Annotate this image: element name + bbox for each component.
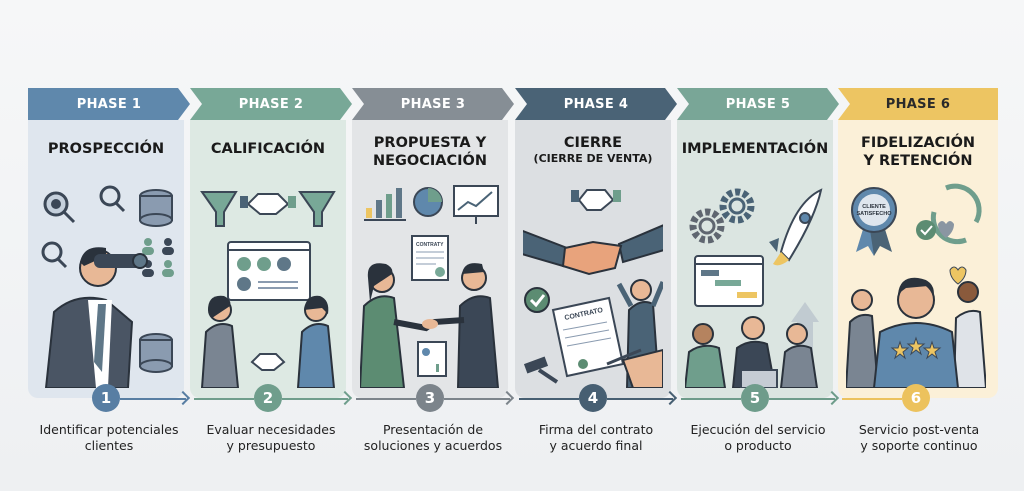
funnel-icon (298, 191, 336, 227)
connector-line (356, 398, 416, 400)
phase-4-header: PHASE 4 (515, 88, 677, 120)
phase-2-step: 2 (190, 384, 353, 414)
phase-label: PHASE 6 (885, 96, 951, 112)
refresh-cycle-icon (930, 183, 982, 245)
heart-icon (949, 266, 967, 285)
report-document (417, 341, 447, 377)
connector-line (519, 398, 579, 400)
svg-text:CONTRATY: CONTRATY (416, 242, 444, 248)
connector-line (194, 398, 254, 400)
step-number-badge: 2 (254, 384, 282, 412)
laptop-icon (740, 369, 778, 388)
phase-title: CALIFICACIÓN (210, 141, 326, 157)
heart-icon (938, 221, 954, 238)
svg-text:SATISFECHO: SATISFECHO (856, 211, 892, 217)
star-rating-icons (890, 336, 942, 360)
contract-document: CONTRATO (551, 296, 625, 378)
connector-line (607, 398, 673, 400)
database-icon (139, 189, 173, 227)
phase-title: CIERRE(CIERRE DE VENTA) (533, 135, 653, 165)
connector-line (120, 398, 186, 400)
handshake-icon (571, 189, 621, 211)
gantt-chart-window (694, 255, 764, 307)
step-number-badge: 3 (416, 384, 444, 412)
contract-signing-illustration: CONTRATO (523, 182, 663, 388)
rocket-gears-implementation-illustration (685, 182, 825, 388)
phase-6-step: 6 (838, 384, 1000, 414)
arrow-right-icon (499, 390, 515, 406)
phase-label: PHASE 3 (400, 96, 466, 112)
phase-6-header: PHASE 6 (838, 88, 998, 120)
phase-1-column: PHASE 1 PROSPECCIÓN (28, 88, 191, 488)
checkmark-badge-icon (524, 287, 550, 313)
phase-2-header: PHASE 2 (190, 88, 352, 120)
phase-label: PHASE 1 (76, 96, 142, 112)
funnel-qualification-illustration (198, 182, 338, 388)
presentation-board-icon (453, 185, 499, 224)
arrow-right-icon (662, 390, 678, 406)
connector-line (842, 398, 902, 400)
arrow-right-icon (824, 390, 840, 406)
phase-1-header: PHASE 1 (28, 88, 190, 120)
phase-2-panel: CALIFICACIÓN (190, 120, 346, 398)
phase-3-header: PHASE 3 (352, 88, 514, 120)
connector-line (282, 398, 348, 400)
contract-document: CONTRATY (411, 235, 449, 281)
svg-text:CLIENTE: CLIENTE (862, 204, 886, 210)
gear-icon (719, 188, 755, 224)
checklist-window (227, 241, 311, 301)
phase-1-step: 1 (28, 384, 191, 414)
phase-5-header: PHASE 5 (677, 88, 839, 120)
handshake-proposal-illustration: CONTRATY (360, 182, 500, 388)
bar-chart-icon (364, 188, 406, 221)
handshake-icon (250, 353, 286, 371)
phase-1-panel: PROSPECCIÓN (28, 120, 184, 398)
phase-title: IMPLEMENTACIÓN (681, 141, 829, 157)
pie-chart-icon (413, 187, 443, 217)
phase-4-step: 4 (515, 384, 678, 414)
phase-3-step: 3 (352, 384, 515, 414)
phase-5-panel: IMPLEMENTACIÓN (677, 120, 833, 398)
phase-label: PHASE 5 (725, 96, 791, 112)
phase-5-column: PHASE 5 IMPLEMENTACIÓN 5 Ejecuc (677, 88, 840, 488)
phase-label: PHASE 2 (238, 96, 304, 112)
funnel-icon (200, 191, 238, 227)
arrow-right-icon (337, 390, 353, 406)
gavel-icon (523, 356, 559, 384)
handshake-icon (240, 193, 296, 215)
step-number-badge: 4 (579, 384, 607, 412)
phase-5-step: 5 (677, 384, 840, 414)
check-bubble-icon (916, 220, 936, 240)
arrow-right-icon (175, 390, 191, 406)
step-number-badge: 1 (92, 384, 120, 412)
database-icon (139, 333, 173, 373)
phase-2-column: PHASE 2 CALIFICACIÓN 2 (190, 88, 353, 488)
gear-icon (689, 208, 725, 244)
step-number-badge: 5 (741, 384, 769, 412)
phase-title: PROSPECCIÓN (47, 141, 165, 157)
step-number-badge: 6 (902, 384, 930, 412)
connector-line (444, 398, 510, 400)
connector-line (769, 398, 835, 400)
connector-line (681, 398, 741, 400)
phase-label: PHASE 4 (563, 96, 629, 112)
rocket-icon (769, 188, 823, 266)
phase-4-panel: CIERRE(CIERRE DE VENTA) CONTRATO (515, 120, 671, 398)
binoculars-prospecting-illustration (36, 182, 176, 388)
phase-4-column: PHASE 4 CIERRE(CIERRE DE VENTA) CONTRATO (515, 88, 678, 488)
